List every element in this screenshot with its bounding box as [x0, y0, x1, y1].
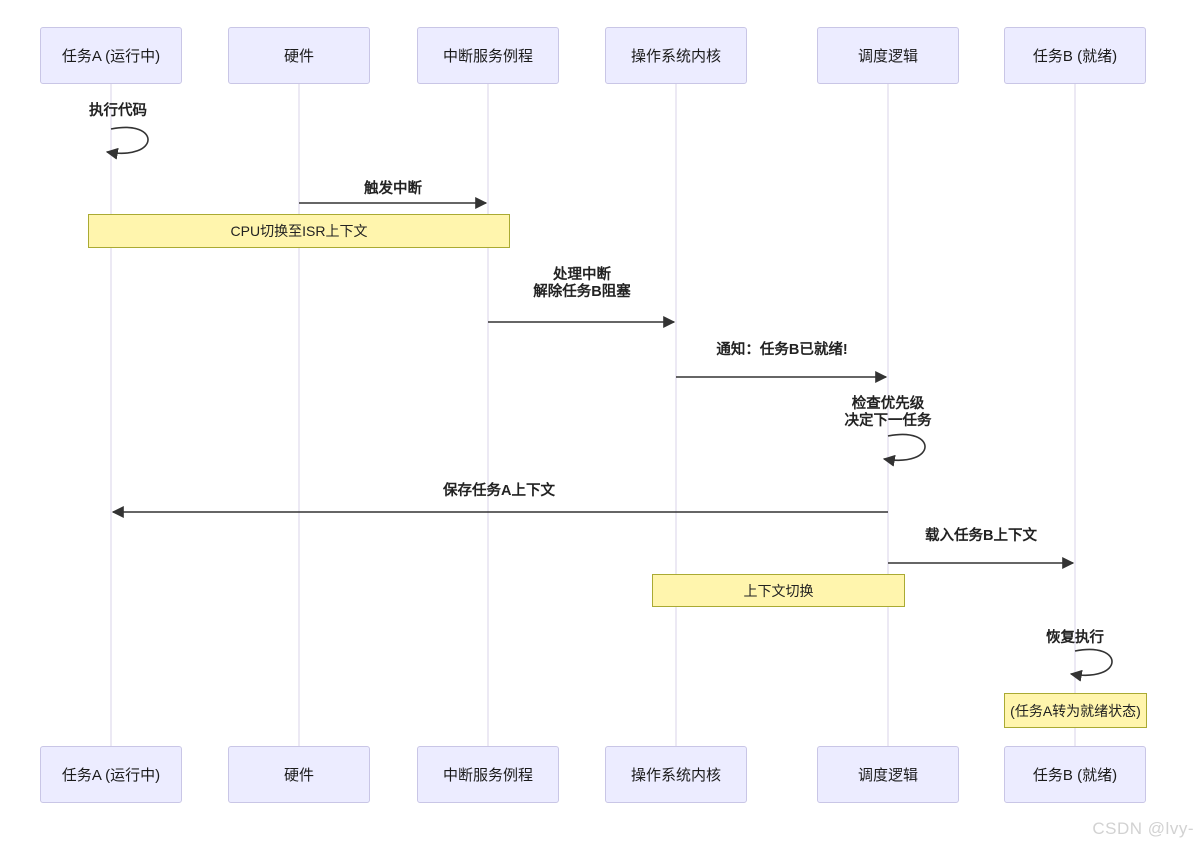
actor-label: 中断服务例程	[442, 48, 533, 65]
message-label-save-context-a: 保存任务A上下文	[443, 483, 555, 499]
self-loop-resume	[1069, 648, 1113, 682]
actor-bottom-task-b: 任务B (就绪)	[1004, 746, 1146, 803]
self-loop-execute-code	[105, 126, 149, 160]
note-cpu-switch-to-isr: CPU切换至ISR上下文	[88, 214, 510, 248]
actor-top-hardware: 硬件	[228, 27, 370, 84]
note-context-switch: 上下文切换	[652, 574, 905, 607]
actor-bottom-scheduler: 调度逻辑	[817, 746, 959, 803]
message-line-2: 解除任务B阻塞	[533, 284, 631, 300]
message-label-execute-code: 执行代码	[89, 103, 147, 119]
message-label-load-context-b: 载入任务B上下文	[925, 528, 1037, 544]
message-line-2: 决定下一任务	[844, 413, 932, 429]
actor-label: 操作系统内核	[630, 767, 721, 784]
actor-label: 任务B (就绪)	[1032, 767, 1118, 784]
actor-label: 任务B (就绪)	[1032, 48, 1118, 65]
actor-label: 调度逻辑	[857, 48, 918, 65]
actor-top-kernel: 操作系统内核	[605, 27, 747, 84]
actor-label: 中断服务例程	[442, 767, 533, 784]
actor-label: 调度逻辑	[857, 767, 918, 784]
actor-bottom-hardware: 硬件	[228, 746, 370, 803]
message-label-handle-interrupt: 处理中断 解除任务B阻塞	[533, 267, 630, 301]
actor-label: 操作系统内核	[630, 48, 721, 65]
actor-top-scheduler: 调度逻辑	[817, 27, 959, 84]
actor-bottom-task-a: 任务A (运行中)	[40, 746, 182, 803]
note-task-a-ready-state: (任务A转为就绪状态)	[1004, 693, 1147, 728]
actor-bottom-kernel: 操作系统内核	[605, 746, 747, 803]
message-label-trigger-interrupt: 触发中断	[364, 181, 422, 197]
actor-label: 任务A (运行中)	[61, 48, 161, 65]
message-line-1: 处理中断	[552, 267, 611, 283]
message-label-resume: 恢复执行	[1046, 630, 1104, 646]
actor-top-task-a: 任务A (运行中)	[40, 27, 182, 84]
self-loop-check-priority	[882, 433, 926, 467]
message-label-check-priority: 检查优先级 决定下一任务	[845, 396, 932, 430]
actor-label: 硬件	[283, 48, 314, 65]
actor-top-task-b: 任务B (就绪)	[1004, 27, 1146, 84]
message-line-1: 检查优先级	[851, 396, 925, 412]
actor-label: 任务A (运行中)	[61, 767, 161, 784]
watermark: CSDN @lvy-	[1092, 819, 1194, 838]
actor-top-isr: 中断服务例程	[417, 27, 559, 84]
actor-bottom-isr: 中断服务例程	[417, 746, 559, 803]
message-label-notify-ready: 通知：任务B已就绪!	[716, 342, 848, 358]
actor-label: 硬件	[283, 767, 314, 784]
